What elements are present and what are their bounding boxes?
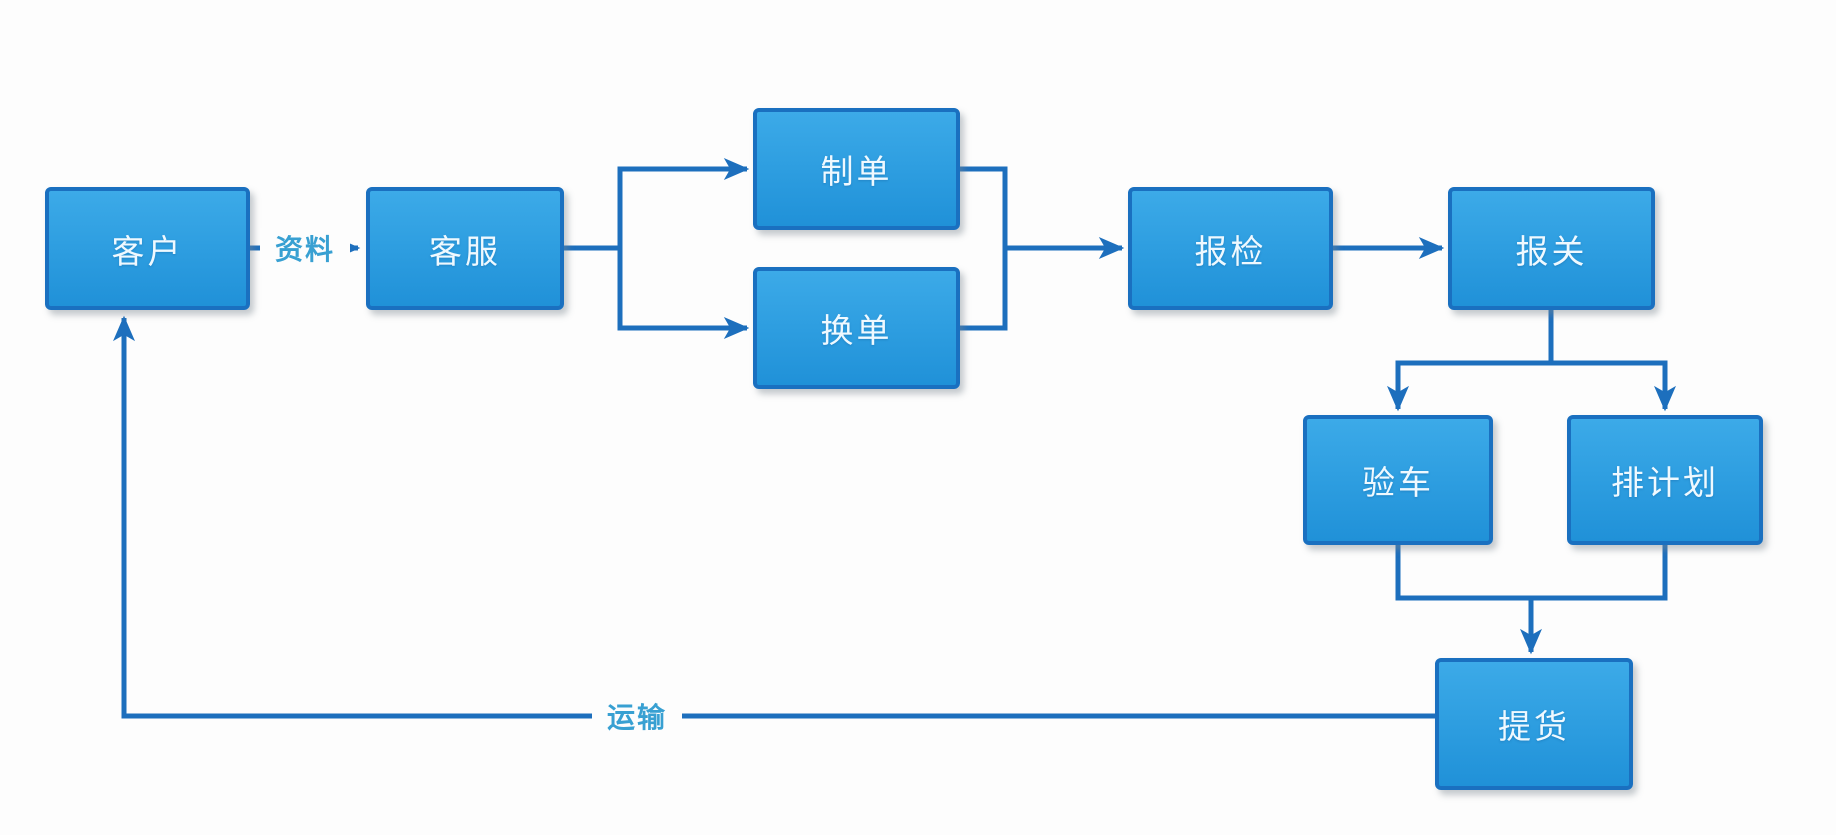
connector-pickup-return-to-customer [113,315,1435,719]
edge-label-transport: 运输 [592,696,682,736]
node-customs-declaration[interactable]: 报关 [1448,187,1655,310]
connector-scheduling-down [1531,545,1668,601]
node-customer-service[interactable]: 客服 [366,187,564,310]
node-pickup-label: 提货 [1498,707,1570,746]
node-customer-service-label: 客服 [429,231,501,271]
node-customer[interactable]: 客户 [45,187,250,310]
connector-exchangedocs-merge [960,248,1008,331]
connector-service-branch-down [617,248,750,339]
node-inspection-declaration-label: 报检 [1194,231,1267,271]
node-inspection-declaration[interactable]: 报检 [1128,187,1333,310]
edge-label-documents: 资料 [260,228,350,268]
node-make-docs[interactable]: 制单 [753,108,960,230]
node-scheduling[interactable]: 排计划 [1567,415,1763,545]
node-make-docs-label: 制单 [820,152,893,191]
connector-vehiclecheck-down [1395,545,1531,601]
node-vehicle-check-label: 验车 [1362,463,1434,502]
node-exchange-docs-label: 换单 [820,311,893,350]
node-customer-label: 客户 [111,231,184,271]
connector-split-to-vehiclecheck [1387,360,1551,412]
node-vehicle-check[interactable]: 验车 [1303,415,1493,545]
node-scheduling-label: 排计划 [1611,463,1719,502]
connector-service-branch-up [564,158,750,251]
connector-makedocs-merge [960,166,1008,248]
node-pickup[interactable]: 提货 [1435,658,1633,790]
connector-split-to-scheduling [1551,360,1676,412]
node-exchange-docs[interactable]: 换单 [753,267,960,389]
node-customs-declaration-label: 报关 [1515,231,1588,271]
